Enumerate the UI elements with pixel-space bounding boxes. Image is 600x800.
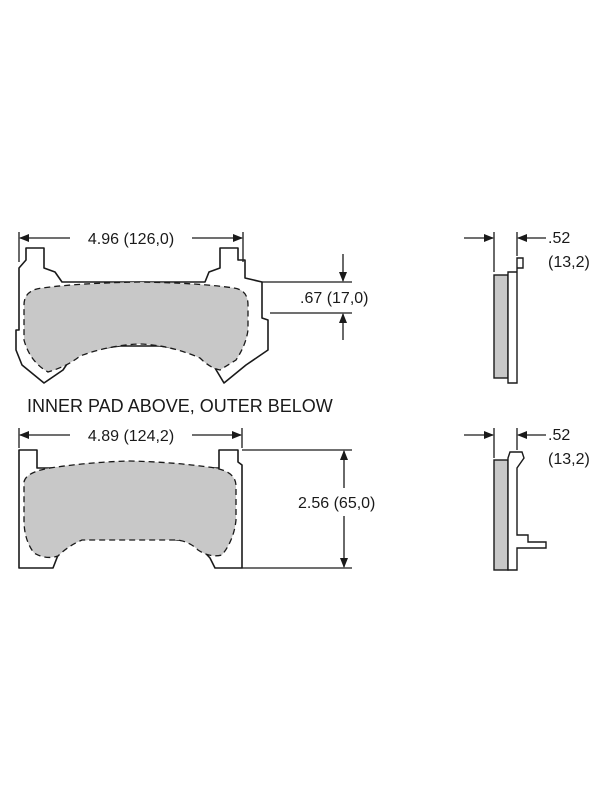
outer-thickness-label-2: (13,2): [548, 451, 590, 468]
outer-side-friction: [493, 459, 509, 571]
inner-thickness-label-2: (13,2): [548, 254, 590, 271]
inner-side-friction: [493, 274, 509, 379]
outer-width-label: 4.89 (124,2): [88, 428, 174, 445]
inner-pad-side-view: .52 (13,2): [464, 230, 590, 384]
outer-thickness-label-1: .52: [548, 427, 570, 444]
inner-friction-material: [23, 281, 249, 373]
outer-side-plate: [507, 451, 547, 571]
diagram-caption: INNER PAD ABOVE, OUTER BELOW: [27, 396, 333, 416]
outer-friction-material: [23, 460, 237, 559]
outer-height-label: 2.56 (65,0): [298, 495, 375, 512]
inner-tab-label: .67 (17,0): [300, 290, 368, 307]
inner-side-plate: [507, 257, 524, 384]
inner-width-label: 4.96 (126,0): [88, 231, 174, 248]
outer-pad-front-view: 4.89 (124,2) 2.56 (65,0): [18, 428, 375, 569]
outer-pad-side-view: .52 (13,2): [464, 427, 590, 571]
inner-pad-front-view: 4.96 (126,0) .67 (17,0): [15, 231, 368, 384]
inner-thickness-label-1: .52: [548, 230, 570, 247]
